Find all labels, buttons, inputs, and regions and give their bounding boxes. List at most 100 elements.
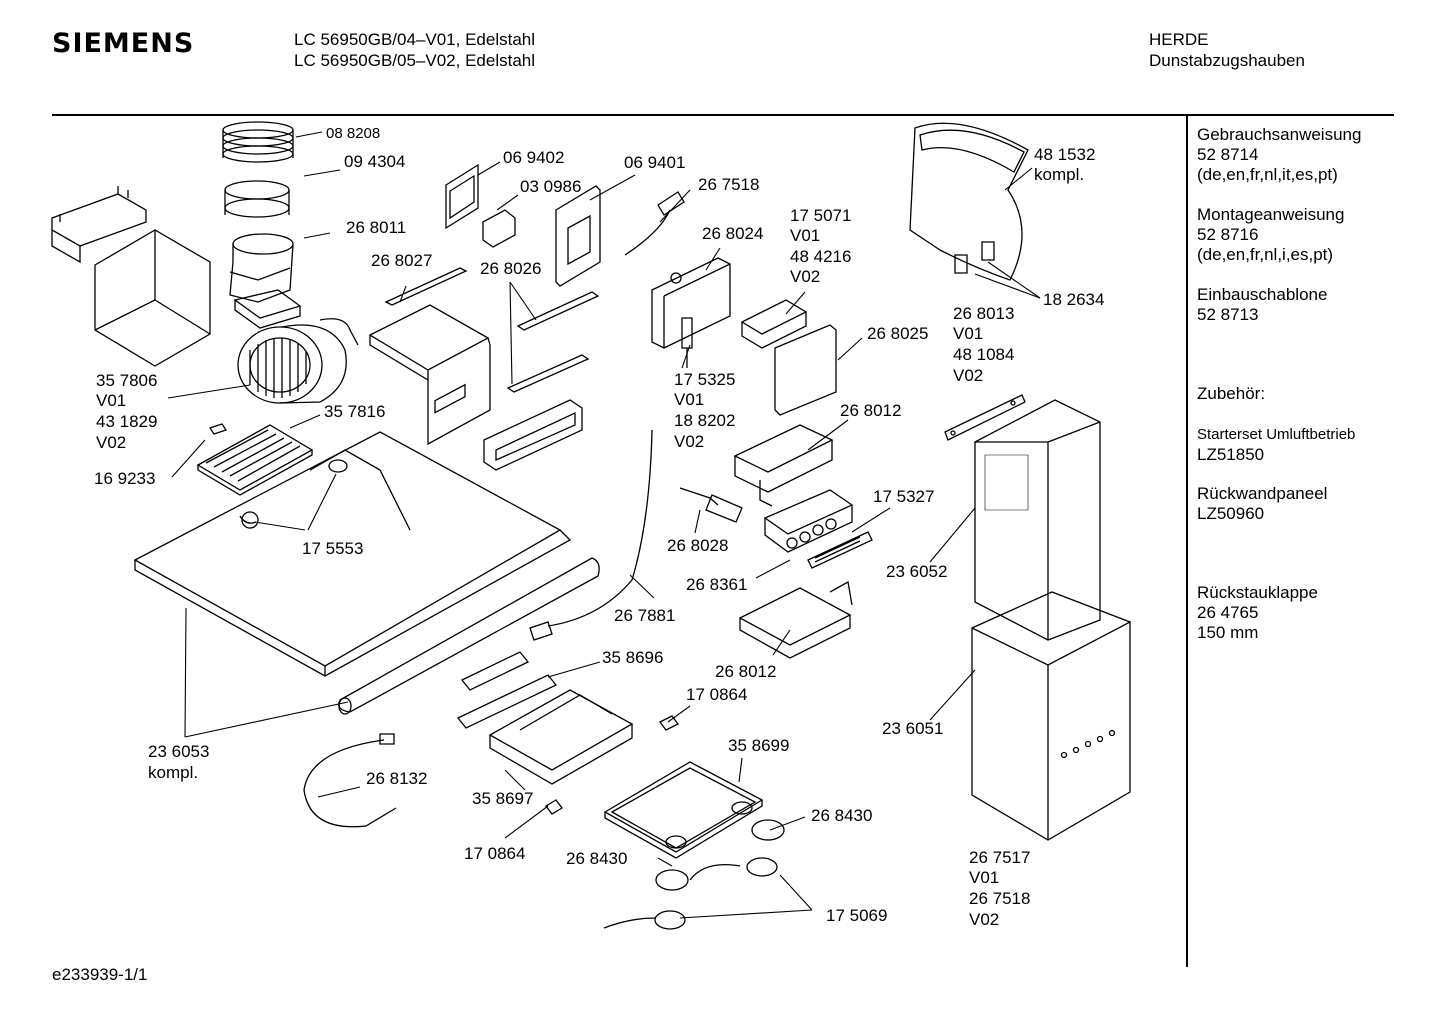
part-label: kompl. xyxy=(1034,165,1085,184)
part-label: 26 8132 xyxy=(366,769,428,788)
part-label: 06 9401 xyxy=(624,153,686,172)
accessory-title: Rückstauklappe xyxy=(1197,583,1318,602)
chimney-upper-236052 xyxy=(975,400,1100,640)
part-label: V01 xyxy=(674,390,705,409)
part-label: 26 8026 xyxy=(480,259,542,278)
motor-housing xyxy=(370,305,490,444)
part-label: 17 5553 xyxy=(302,539,364,558)
part-label: kompl. xyxy=(148,763,199,782)
part-label: 35 8699 xyxy=(728,736,790,755)
part-label: V02 xyxy=(969,910,1000,929)
part-label: 09 4304 xyxy=(344,152,406,171)
blower-housing-357806 xyxy=(235,290,358,403)
doc-number: 52 8716 xyxy=(1197,225,1259,244)
lamp-clip-170864 xyxy=(546,716,678,814)
doc-einbauschablone: Einbauschablone 52 8713 xyxy=(1197,285,1327,325)
accessory-title: Rückwandpaneel xyxy=(1197,484,1328,503)
part-label: V02 xyxy=(96,433,127,452)
part-label: 35 8697 xyxy=(472,789,534,808)
part-label: 26 8027 xyxy=(371,251,433,270)
part-label: 17 0864 xyxy=(464,844,526,863)
lamp-cover-358699 xyxy=(605,762,762,858)
part-label: 26 7517 xyxy=(969,848,1031,867)
part-label: 26 8024 xyxy=(702,224,764,243)
trim-strips xyxy=(386,268,598,392)
accessory-rueckwandpaneel: Rückwandpaneel LZ50960 xyxy=(1197,484,1327,524)
control-cover-268025 xyxy=(775,325,836,415)
module-tray-268012 xyxy=(740,582,852,658)
part-label: 26 8430 xyxy=(566,849,628,868)
cable-267881 xyxy=(530,430,652,640)
doc-title: Gebrauchsanweisung xyxy=(1197,125,1362,144)
grease-filter-357816 xyxy=(198,425,312,495)
terminal-030986 xyxy=(483,210,515,247)
header-divider xyxy=(52,114,1394,116)
accessory-title: Starterset Umluftbetrieb xyxy=(1197,426,1356,443)
part-label: V02 xyxy=(674,432,705,451)
part-label: 17 5325 xyxy=(674,370,736,389)
part-label: 26 8011 xyxy=(346,218,407,237)
duct-adapter-268011 xyxy=(230,234,293,302)
leader-lines xyxy=(168,132,1040,918)
part-label: V01 xyxy=(790,226,821,245)
doc-title: Einbauschablone xyxy=(1197,285,1328,304)
capacitor-175325 xyxy=(682,318,692,368)
part-label: 26 7518 xyxy=(698,175,760,194)
doc-title: Montageanweisung xyxy=(1197,205,1345,224)
part-label: 35 7806 xyxy=(96,371,158,390)
doc-number: 52 8713 xyxy=(1197,305,1259,324)
part-label: 16 9233 xyxy=(94,469,156,488)
part-label: 35 7816 xyxy=(324,402,386,421)
doc-languages: (de,en,fr,nl,i,es,pt) xyxy=(1197,245,1334,264)
part-label: 06 9402 xyxy=(503,148,565,167)
part-label: 18 8202 xyxy=(674,411,736,430)
part-label: 17 5069 xyxy=(826,906,888,925)
doc-languages: (de,en,fr,nl,it,es,pt) xyxy=(1197,165,1338,184)
model-line-2: LC 56950GB/05–V02, Edelstahl xyxy=(294,51,536,70)
electronics-cover-268024 xyxy=(652,258,730,348)
category-2: Dunstabzugshauben xyxy=(1149,51,1305,70)
part-label: 26 8013 xyxy=(953,304,1015,323)
mounting-bracket xyxy=(52,186,146,262)
accessory-number: LZ50960 xyxy=(1197,504,1265,523)
power-cord-267518 xyxy=(625,192,684,255)
accessory-size: 150 mm xyxy=(1197,623,1259,642)
part-label: 23 6053 xyxy=(148,742,210,761)
lamp-bracket-358696 xyxy=(458,652,556,728)
part-label: V02 xyxy=(953,366,984,385)
part-label: V02 xyxy=(790,267,821,286)
model-line-1: LC 56950GB/04–V01, Edelstahl xyxy=(294,30,536,49)
part-label: V01 xyxy=(969,868,1000,887)
accessory-rueckstauklappe: Rückstauklappe 26 4765 150 mm xyxy=(1197,583,1318,643)
brand-logo: SIEMENS xyxy=(52,28,195,59)
duct-collar-088208 xyxy=(223,122,293,162)
fixing-kit-481532 xyxy=(910,123,1028,280)
part-label: 26 7881 xyxy=(614,606,676,625)
mounting-plate-069402 xyxy=(446,165,478,228)
cable-268028 xyxy=(680,488,742,522)
part-label: 23 6052 xyxy=(886,562,948,581)
part-label: 43 1829 xyxy=(96,412,158,431)
part-label: 08 8208 xyxy=(326,125,381,142)
part-label: 48 1084 xyxy=(953,345,1015,364)
chimney-lower-236051 xyxy=(972,592,1130,840)
wall-bracket-268013 xyxy=(945,395,1025,440)
sidebar-divider xyxy=(1186,115,1188,967)
part-label: 26 7518 xyxy=(969,889,1031,908)
document-id: e233939-1/1 xyxy=(52,965,148,984)
part-label: 17 5071 xyxy=(790,206,852,225)
transformer-175071 xyxy=(742,300,806,348)
doc-number: 52 8714 xyxy=(1197,145,1259,164)
part-label: 48 4216 xyxy=(790,247,852,266)
part-label: 26 8430 xyxy=(811,806,873,825)
control-board-268361 xyxy=(765,490,852,552)
lamp-holders-268430 xyxy=(604,820,784,929)
light-fitting xyxy=(484,400,582,470)
category-1: HERDE xyxy=(1149,30,1209,49)
chimney-adapter-box xyxy=(95,230,210,366)
lamp-frame-358697 xyxy=(490,690,632,784)
button-strip-175327 xyxy=(808,532,872,568)
part-label: 17 5327 xyxy=(873,487,935,506)
junction-box-069401 xyxy=(556,186,600,286)
